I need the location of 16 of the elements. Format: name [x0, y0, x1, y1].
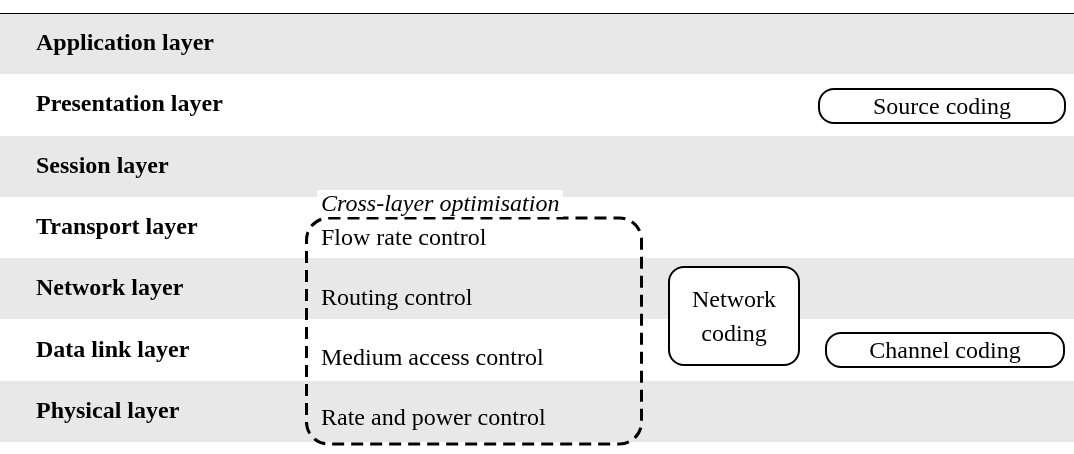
layer-label: Application layer: [36, 29, 214, 56]
layer-label: Data link layer: [36, 335, 190, 363]
layer-label: Session layer: [36, 151, 169, 179]
item-label: Medium access control: [321, 344, 544, 371]
layer-label: Physical layer: [36, 396, 180, 424]
process-box: Channel coding: [825, 332, 1065, 368]
dashed-group-box: [305, 190, 643, 446]
group-title: Cross-layer optimisation: [317, 190, 564, 217]
process-box: Source coding: [818, 88, 1066, 124]
layer-label: Transport layer: [36, 212, 198, 240]
process-box: Network coding: [668, 266, 800, 366]
layer-label: Network layer: [36, 274, 184, 302]
item-label: Flow rate control: [321, 224, 487, 251]
item-label: Routing control: [321, 284, 473, 311]
layer-label: Presentation layer: [36, 90, 223, 118]
item-label: Rate and power control: [321, 404, 546, 431]
